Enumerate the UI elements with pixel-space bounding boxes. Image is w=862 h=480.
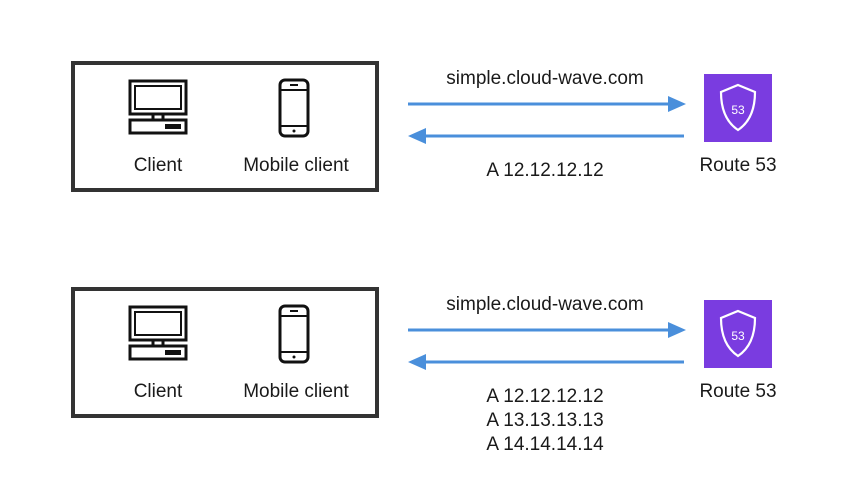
mobile-phone-icon bbox=[278, 78, 310, 138]
dns-answer-record: A 12.12.12.12 bbox=[486, 160, 604, 181]
dns-answer-record: A 13.13.13.13 bbox=[486, 410, 604, 431]
dns-answer-record: A 12.12.12.12 bbox=[486, 386, 604, 407]
clients-box bbox=[71, 287, 379, 418]
dns-query-label: simple.cloud-wave.com bbox=[446, 294, 644, 315]
request-arrow bbox=[408, 322, 686, 338]
clients-box bbox=[71, 61, 379, 192]
route53-shield-icon: 53 bbox=[704, 300, 772, 368]
request-arrow bbox=[408, 96, 686, 112]
response-arrow bbox=[408, 354, 684, 370]
desktop-computer-icon bbox=[128, 305, 188, 361]
route53-badge-text: 53 bbox=[731, 103, 745, 117]
dns-answer-record: A 14.14.14.14 bbox=[486, 434, 604, 455]
simple-routing-diagram-single: Client Mobile client simple.cloud-wave.c… bbox=[0, 0, 862, 192]
response-arrow bbox=[408, 128, 684, 144]
simple-routing-diagram-multi: Client Mobile client simple.cloud-wave.c… bbox=[0, 226, 862, 455]
dns-answers: A 12.12.12.12 bbox=[440, 159, 650, 183]
mobile-phone-icon bbox=[278, 304, 310, 364]
mobile-client-label: Mobile client bbox=[243, 381, 349, 402]
dns-query-label: simple.cloud-wave.com bbox=[446, 68, 644, 89]
route53-label: Route 53 bbox=[699, 381, 777, 402]
dns-answers: A 12.12.12.12 A 13.13.13.13 A 14.14.14.1… bbox=[440, 385, 650, 457]
mobile-client-label: Mobile client bbox=[243, 155, 349, 176]
route53-badge-text: 53 bbox=[731, 329, 745, 343]
desktop-computer-icon bbox=[128, 79, 188, 135]
route53-label: Route 53 bbox=[699, 155, 777, 176]
client-label: Client bbox=[133, 155, 183, 176]
route53-shield-icon: 53 bbox=[704, 74, 772, 142]
client-label: Client bbox=[133, 381, 183, 402]
